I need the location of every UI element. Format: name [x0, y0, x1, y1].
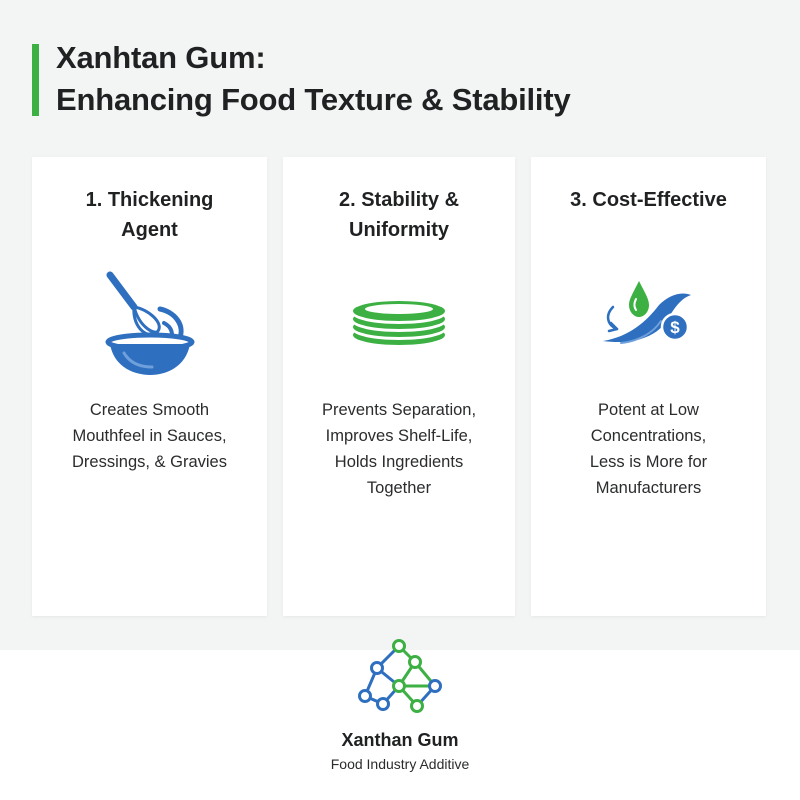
footer-subtitle: Food Industry Additive [330, 756, 470, 772]
card-title: 1. Thickening Agent [85, 189, 214, 241]
page-title-line-1: Xanhtan Gum: [56, 40, 266, 75]
card-title: 3. Cost-Effective [570, 189, 727, 211]
card-thickening-agent: 1. Thickening Agent Creates Smooth Mouth… [32, 157, 267, 616]
droplet-wave-dollar-icon: $ [599, 277, 699, 362]
stacked-layers-icon [349, 297, 449, 356]
title-accent-bar [32, 44, 39, 116]
page-title-line-2: Enhancing Food Texture & Stability [56, 82, 571, 117]
whisk-bowl-icon [100, 267, 200, 382]
footer-title: Xanthan Gum [341, 730, 459, 750]
card-cost-effective: 3. Cost-Effective $ Potent at Low Concen… [531, 157, 766, 616]
card-description: Potent at Low Concentrations, Less is Mo… [589, 401, 708, 497]
card-description: Prevents Separation, Improves Shelf-Life… [321, 401, 477, 497]
footer: Xanthan Gum Food Industry Additive [0, 639, 800, 800]
card-description: Creates Smooth Mouthfeel in Sauces, Dres… [72, 401, 227, 471]
molecule-network-icon [355, 638, 451, 723]
svg-text:$: $ [670, 318, 680, 337]
card-title: 2. Stability & Uniformity [338, 189, 460, 241]
card-stability-uniformity: 2. Stability & Uniformity Prevents Separ… [283, 157, 515, 616]
